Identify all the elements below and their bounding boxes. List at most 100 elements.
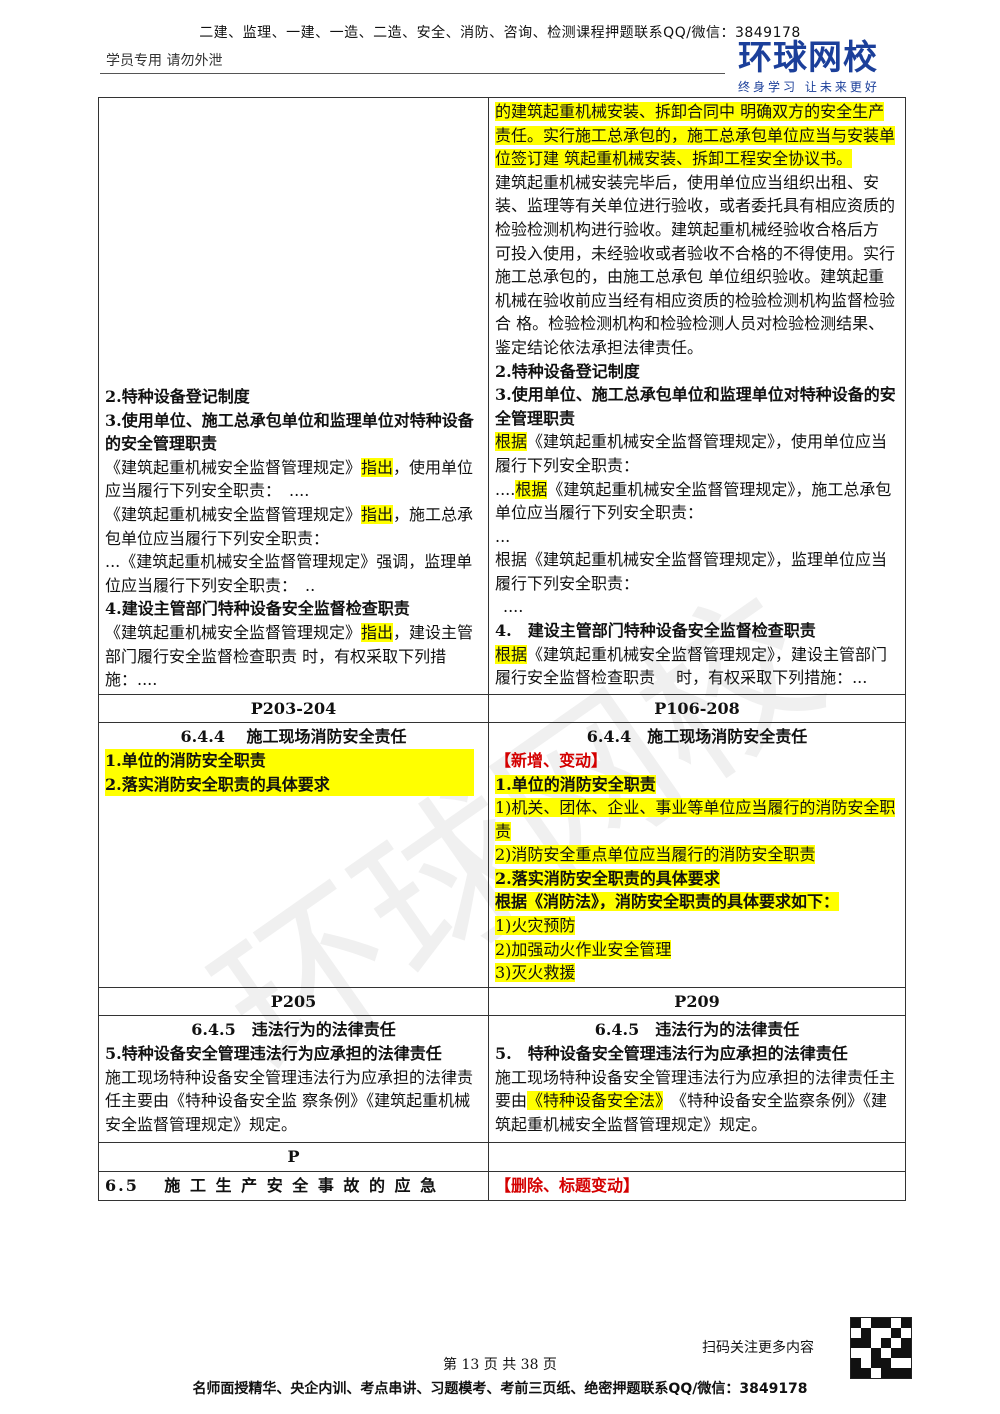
list-item: 1)火灾预防 <box>495 914 899 938</box>
text: ，使用单位应当履行下列安全职责： .... <box>105 457 474 501</box>
change-tag: 【新增、变动】 <box>495 750 608 770</box>
paragraph: 《建筑起重机械安全监督管理规定》指出，施工总承包单位应当履行下列安全职责： <box>105 503 482 550</box>
list-item: 2.落实消防安全职责的具体要求 <box>105 772 482 797</box>
paragraph: 建筑起重机械安装完毕后，使用单位应当组织出租、安装、监理等有关单位进行验收，或者… <box>495 172 896 357</box>
page-number: 第 13 页 共 38 页 <box>443 1357 557 1373</box>
list-item: 3)灭火救援 <box>495 961 899 985</box>
section-title: 6.4.5 违法行为的法律责任 <box>594 1020 800 1040</box>
paragraph: 根据《建筑起重机械安全监督管理规定》，监理单位应当履行下列安全职责： <box>495 550 888 593</box>
paragraph: 《建筑起重机械安全监督管理规定》指出，使用单位应当履行下列安全职责： .... <box>105 456 482 503</box>
top-banner: 二建、监理、一建、一造、二造、安全、消防、咨询、检测课程押题联系QQ/微信：38… <box>199 25 801 41</box>
list-item: 2)消防安全重点单位应当履行的消防安全职责 <box>495 843 899 867</box>
table-row: 2.特种设备登记制度 3.使用单位、施工总承包单位和监理单位对特种设备的安全管理… <box>98 97 906 695</box>
highlight-text: 根据《消防法》，消防安全职责的具体要求如下： <box>495 892 840 912</box>
list-item: 2)加强动火作业安全管理 <box>495 938 899 962</box>
paragraph: ...《建筑起重机械安全监督管理规定》强调，监理单位应当履行下列安全职责： .. <box>105 552 473 595</box>
section-heading: 2.特种设备登记制度 <box>105 387 250 406</box>
paragraph: 根据《建筑起重机械安全监督管理规定》，建设主管部门履行安全监督检查职责 时，有权… <box>495 643 899 690</box>
section-title: 6.4.5 违法行为的法律责任 <box>191 1020 396 1040</box>
right-cell: 的建筑起重机械安装、拆卸合同中 明确双方的安全生产责任。实行施工总承包的，施工总… <box>488 97 906 695</box>
left-cell: 2.特种设备登记制度 3.使用单位、施工总承包单位和监理单位对特种设备的安全管理… <box>98 97 489 695</box>
list-item: 2.落实消防安全职责的具体要求 <box>495 867 899 891</box>
section-title: 6.4.4 施工现场消防安全责任 <box>180 727 407 747</box>
comparison-table: 2.特种设备登记制度 3.使用单位、施工总承包单位和监理单位对特种设备的安全管理… <box>98 97 906 1201</box>
section-heading: 4. 建设主管部门特种设备安全监督检查职责 <box>495 621 816 641</box>
list-item: 根据《消防法》，消防安全职责的具体要求如下： <box>495 890 899 914</box>
list-item: 1.单位的消防安全职责 <box>105 748 482 773</box>
page-ref-left: P205 <box>98 986 489 1017</box>
page-ref-right: P106-208 <box>488 693 906 724</box>
scan-prompt: 扫码关注更多内容 <box>702 1340 814 1356</box>
highlight-text: 3)灭火救援 <box>495 963 576 983</box>
paragraph: 施工现场特种设备安全管理违法行为应承担的法律责任主要由《特种设备安全法》 《特种… <box>495 1066 899 1137</box>
highlight-text: 1.单位的消防安全职责 <box>495 774 656 794</box>
paragraph: 根据《建筑起重机械安全监督管理规定》，使用单位应当履行下列安全职责： <box>495 430 899 477</box>
highlight-text: 指出 <box>361 504 394 524</box>
highlight-text: 2.落实消防安全职责的具体要求 <box>495 868 720 888</box>
text: .... <box>495 479 516 499</box>
page-ref-row: P <box>98 1142 906 1172</box>
paragraph: ... <box>495 526 511 546</box>
highlight-text: 《特种设备安全法》 <box>527 1091 664 1111</box>
highlight-text: 的建筑起重机械安装、拆卸合同中 明确双方的安全生产责任。实行施工总承包的，施工总… <box>495 102 896 169</box>
paragraph: 施工现场特种设备安全管理违法行为应承担的法律责任主要由《特种设备安全监 察条例》… <box>105 1067 474 1134</box>
highlight-text: 1)火灾预防 <box>495 916 576 936</box>
highlight-text: 指出 <box>361 457 394 477</box>
change-tag: 【删除、标题变动】 <box>488 1171 906 1201</box>
table-row: 6.5 施 工 生 产 安 全 事 故 的 应 急 【删除、标题变动】 <box>98 1171 906 1201</box>
section-heading: 3.使用单位、施工总承包单位和监理单位对特种设备的安全管理职责 <box>495 385 896 428</box>
list-item: 1)机关、团体、企业、事业等单位应当履行的消防安全职责 <box>495 796 899 843</box>
section-heading: 2.特种设备登记制度 <box>495 361 640 381</box>
section-heading: 5.特种设备安全管理违法行为应承担的法律责任 <box>105 1044 442 1064</box>
text: 《建筑起重机械安全监督管理规定》，建设主管部门履行安全监督检查职责 时，有权采取… <box>495 644 888 688</box>
spacer <box>495 1136 899 1140</box>
header-divider <box>100 73 725 74</box>
highlight-text: 2.落实消防安全职责的具体要求 <box>105 772 474 797</box>
paragraph: 《建筑起重机械安全监督管理规定》指出，建设主管部门履行安全监督检查职责 时，有权… <box>105 621 482 692</box>
section-heading: 4.建设主管部门特种设备安全监督检查职责 <box>105 599 410 619</box>
highlight-text: 根据 <box>515 479 548 499</box>
logo-text: 环球网校 <box>738 38 878 78</box>
page-ref-right <box>488 1142 906 1172</box>
highlight-text: 2)加强动火作业安全管理 <box>495 939 672 959</box>
page-ref-left: P203-204 <box>98 693 489 724</box>
highlight-text: 指出 <box>361 622 394 642</box>
text: 《特种设备安全监察条例》《建筑起重机械安全监督管理规定》规定。 <box>495 1091 888 1134</box>
text: ，建设主管部门履行安全监督检查职责 时，有权采取下列措施：.... <box>105 622 474 690</box>
table-row: 6.4.4 施工现场消防安全责任 1.单位的消防安全职责 2.落实消防安全职责的… <box>98 722 906 988</box>
left-cell: 6.5 施 工 生 产 安 全 事 故 的 应 急 <box>98 1171 489 1201</box>
page-ref-right: P209 <box>488 986 906 1017</box>
page-ref-row: P205 P209 <box>98 986 906 1017</box>
left-cell: 6.4.5 违法行为的法律责任 5.特种设备安全管理违法行为应承担的法律责任 施… <box>98 1015 489 1144</box>
highlight-text: 1)机关、团体、企业、事业等单位应当履行的消防安全职责 <box>495 798 896 841</box>
header-subtitle: 学员专用 请勿外泄 <box>106 53 223 69</box>
right-cell: 6.4.5 违法行为的法律责任 5. 特种设备安全管理违法行为应承担的法律责任 … <box>488 1015 906 1144</box>
bottom-banner: 名师面授精华、央企内训、考点串讲、习题模考、考前三页纸、绝密押题联系QQ/微信：… <box>192 1381 808 1397</box>
left-cell: 6.4.4 施工现场消防安全责任 1.单位的消防安全职责 2.落实消防安全职责的… <box>98 722 489 988</box>
logo-slogan: 终身学习 让未来更好 <box>738 80 880 94</box>
paragraph: ....根据《建筑起重机械安全监督管理规定》，施工总承包单位应当履行下列安全职责… <box>495 478 899 525</box>
text: 《建筑起重机械安全监督管理规定》 <box>105 622 362 642</box>
text: 《建筑起重机械安全监督管理规定》，使用单位应当履行下列安全职责： <box>495 432 888 475</box>
section-heading: 3.使用单位、施工总承包单位和监理单位对特种设备的安全管理职责 <box>105 410 474 454</box>
highlight-text: 根据 <box>495 432 528 452</box>
paragraph: 的建筑起重机械安装、拆卸合同中 明确双方的安全生产责任。实行施工总承包的，施工总… <box>495 100 899 171</box>
section-heading: 5. 特种设备安全管理违法行为应承担的法律责任 <box>495 1044 848 1064</box>
text: 《建筑起重机械安全监督管理规定》，施工总承包单位应当履行下列安全职责： <box>495 479 892 523</box>
logo: 环球网校 终身学习 让未来更好 <box>738 38 918 95</box>
list-item: 1.单位的消防安全职责 <box>495 773 899 797</box>
right-cell: 6.4.4 施工现场消防安全责任 【新增、变动】 1.单位的消防安全职责 1)机… <box>488 722 906 988</box>
highlight-text: 1.单位的消防安全职责 <box>105 748 474 773</box>
table-row: 6.4.5 违法行为的法律责任 5.特种设备安全管理违法行为应承担的法律责任 施… <box>98 1015 906 1144</box>
highlight-text: 根据 <box>495 644 528 664</box>
text: ，施工总承包单位应当履行下列安全职责： <box>105 504 474 548</box>
text: 施工现场特种设备安全管理违法行为应承担的法律责任主要由 <box>495 1067 896 1111</box>
text: 《建筑起重机械安全监督管理规定》 <box>105 504 362 524</box>
section-title: 6.4.4 施工现场消防安全责任 <box>586 727 808 747</box>
highlight-text: 2)消防安全重点单位应当履行的消防安全职责 <box>495 845 816 865</box>
text: 《建筑起重机械安全监督管理规定》 <box>105 457 362 477</box>
qr-code-icon[interactable] <box>850 1317 912 1379</box>
page-ref-row: P203-204 P106-208 <box>98 693 906 724</box>
paragraph: .... <box>503 597 524 617</box>
page-ref-left: P <box>98 1142 489 1172</box>
